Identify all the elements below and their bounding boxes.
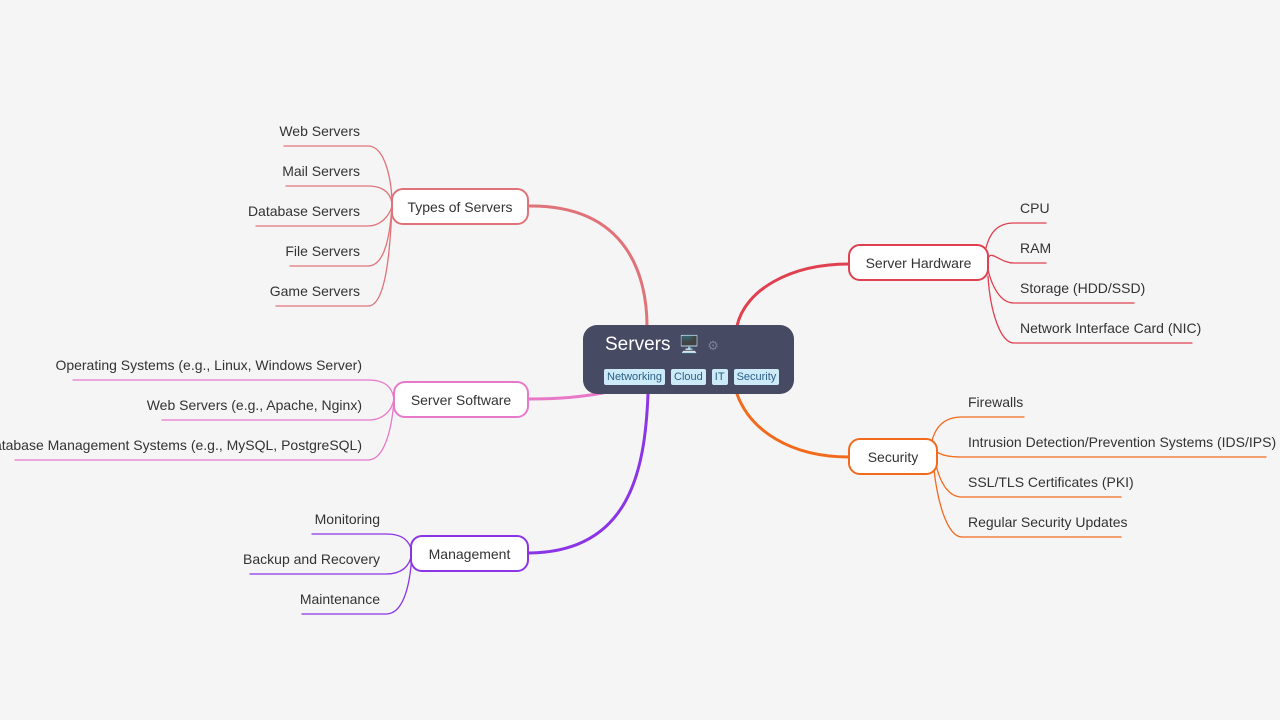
leaf-web-servers[interactable]: Web Servers bbox=[279, 123, 360, 139]
leaf-network-interface-card[interactable]: Network Interface Card (NIC) bbox=[1020, 320, 1202, 336]
connector-security-updates bbox=[933, 469, 1122, 538]
connector-root-management bbox=[527, 392, 650, 555]
leaf-operating-systems[interactable]: Operating Systems (e.g., Linux, Windows … bbox=[55, 357, 362, 373]
gear-icon: ⚙ bbox=[707, 338, 719, 353]
connector-security-ssl bbox=[935, 464, 1122, 498]
leaf-ssl-tls-certificates[interactable]: SSL/TLS Certificates (PKI) bbox=[968, 474, 1134, 490]
branch-security[interactable]: Security bbox=[848, 438, 938, 475]
connector-hardware-storage bbox=[987, 269, 1135, 304]
connector-security-firewalls bbox=[931, 416, 1025, 442]
leaf-web-servers-software[interactable]: Web Servers (e.g., Apache, Nginx) bbox=[146, 397, 362, 413]
leaf-ids-ips[interactable]: Intrusion Detection/Prevention Systems (… bbox=[968, 434, 1277, 450]
connector-root-hardware bbox=[735, 262, 851, 328]
connector-hardware-cpu bbox=[985, 222, 1047, 249]
root-title: Servers 🖥️ ⚙ bbox=[605, 334, 719, 356]
branch-server-software[interactable]: Server Software bbox=[393, 381, 529, 418]
tag-security[interactable]: Security bbox=[733, 369, 780, 385]
branch-management[interactable]: Management bbox=[410, 535, 529, 572]
connector-root-types bbox=[527, 204, 649, 328]
tag-networking[interactable]: Networking bbox=[604, 369, 666, 385]
root-title-text: Servers bbox=[605, 334, 671, 355]
root-topic[interactable]: Servers 🖥️ ⚙ Networking Cloud IT Securit… bbox=[583, 325, 794, 394]
branch-types-of-servers[interactable]: Types of Servers bbox=[391, 188, 529, 225]
leaf-dbms[interactable]: Database Management Systems (e.g., MySQL… bbox=[0, 437, 362, 453]
leaf-security-updates[interactable]: Regular Security Updates bbox=[968, 514, 1128, 530]
connector-root-security bbox=[735, 392, 851, 459]
connector-security-ids bbox=[935, 450, 1267, 458]
branch-server-hardware[interactable]: Server Hardware bbox=[848, 244, 989, 281]
connector-hardware-ram bbox=[987, 254, 1047, 264]
tag-cloud[interactable]: Cloud bbox=[671, 369, 706, 385]
leaf-database-servers[interactable]: Database Servers bbox=[247, 203, 360, 219]
tag-it[interactable]: IT bbox=[711, 369, 728, 385]
leaf-backup-and-recovery[interactable]: Backup and Recovery bbox=[243, 551, 380, 567]
connector-hardware-nic bbox=[987, 275, 1193, 344]
connector-root-software bbox=[527, 391, 605, 401]
leaf-monitoring[interactable]: Monitoring bbox=[314, 511, 380, 527]
connector-types-game bbox=[275, 205, 393, 307]
leaf-maintenance[interactable]: Maintenance bbox=[299, 591, 380, 607]
leaf-ram[interactable]: RAM bbox=[1020, 240, 1052, 256]
leaf-firewalls[interactable]: Firewalls bbox=[968, 394, 1024, 410]
leaf-game-servers[interactable]: Game Servers bbox=[269, 283, 360, 299]
desktop-computer-icon: 🖥️ bbox=[678, 335, 700, 354]
leaf-mail-servers[interactable]: Mail Servers bbox=[282, 163, 360, 179]
leaf-storage[interactable]: Storage (HDD/SSD) bbox=[1020, 280, 1146, 296]
leaf-file-servers[interactable]: File Servers bbox=[285, 243, 360, 259]
root-tags: Networking Cloud IT Security bbox=[604, 369, 780, 385]
leaf-cpu[interactable]: CPU bbox=[1020, 200, 1050, 216]
